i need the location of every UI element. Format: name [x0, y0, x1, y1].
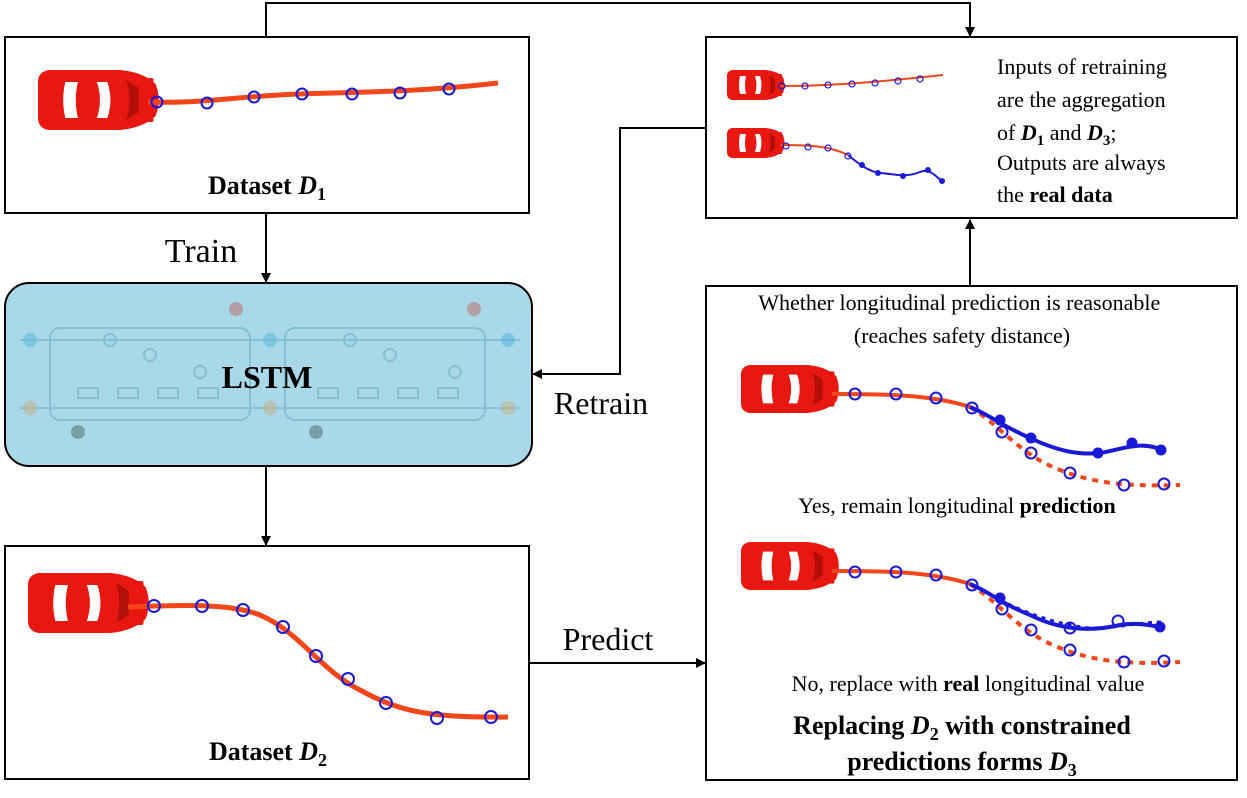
predict-label: Predict — [563, 621, 654, 657]
trajectory-points — [778, 75, 924, 90]
real-trajectory-dotted — [968, 405, 1181, 488]
car-icon — [741, 365, 839, 413]
yes-caption: Yes, remain longitudinal prediction — [798, 493, 1116, 518]
car-icon — [38, 70, 159, 130]
trajectory-line — [779, 74, 944, 87]
dataset-d2-box: Dataset D2 — [4, 545, 530, 780]
no-scenario: No, replace with real longitudinal value — [741, 542, 1181, 696]
trajectory-line — [831, 392, 971, 409]
check-question: Whether longitudinal prediction is reaso… — [758, 290, 1165, 348]
d1-to-retrain-connector — [265, 2, 975, 37]
trajectory-points — [147, 599, 498, 725]
car-icon — [28, 573, 149, 633]
real-trajectory-dotted — [968, 582, 1181, 665]
retrain-description-line3: of D1 and D3; — [997, 120, 1117, 149]
replaced-prediction-dotted — [999, 598, 1163, 630]
trajectory-line — [127, 603, 509, 720]
prediction-points — [859, 162, 945, 184]
trajectory-points — [150, 82, 456, 110]
trajectory-points — [848, 565, 1171, 669]
yes-scenario: Yes, remain longitudinal prediction — [741, 365, 1181, 518]
trajectory-points — [782, 142, 852, 160]
retrain-label: Retrain — [554, 385, 648, 421]
retrain-arrow — [532, 127, 706, 379]
prediction-points — [994, 592, 1166, 633]
trajectory-points — [848, 387, 1171, 492]
check-footer-line1: Replacing D2 with constrained — [793, 711, 1131, 744]
lstm-node-dots — [23, 302, 515, 439]
train-label: Train — [165, 233, 237, 270]
retrain-description-line5: the real data — [997, 182, 1113, 207]
trajectory-line — [831, 569, 971, 586]
retrain-input-box: Inputs of retraining are the aggregation… — [705, 36, 1238, 219]
car-icon — [741, 542, 839, 590]
dataset-d1-title: Dataset D1 — [208, 171, 326, 204]
car-icon — [727, 70, 785, 100]
prediction-line — [847, 154, 943, 182]
dataset-d1-box: Dataset D1 — [4, 36, 530, 214]
retrain-description-line4: Outputs are always — [997, 150, 1166, 175]
prediction-points — [994, 414, 1167, 459]
check-footer-line2: predictions forms D3 — [847, 747, 1077, 780]
longitudinal-check-box: Whether longitudinal prediction is reaso… — [705, 285, 1238, 781]
trajectory-line — [147, 80, 499, 105]
retrain-description: Inputs of retraining are the aggregation — [997, 54, 1172, 112]
trajectory-line — [779, 144, 849, 156]
lstm-box: LSTM — [4, 282, 533, 467]
dataset-d2-title: Dataset D2 — [209, 737, 327, 770]
no-caption: No, replace with real longitudinal value — [792, 671, 1145, 696]
car-icon — [727, 128, 785, 158]
lstm-label: LSTM — [222, 359, 313, 395]
